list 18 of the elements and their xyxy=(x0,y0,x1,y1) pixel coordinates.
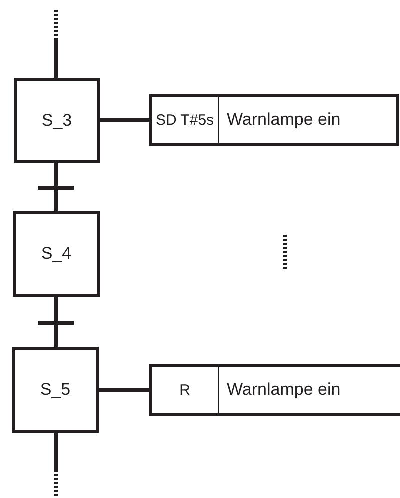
action-box xyxy=(149,94,399,146)
action-name: Warnlampe ein xyxy=(227,380,341,400)
step-label: S_5 xyxy=(40,380,71,400)
connector-line xyxy=(100,118,149,122)
step-box xyxy=(12,347,99,433)
connector-line xyxy=(99,388,149,392)
connector-line xyxy=(54,297,58,347)
step-box xyxy=(14,78,100,163)
step-label: S_3 xyxy=(42,110,72,130)
connector-line xyxy=(54,433,58,470)
action-box xyxy=(149,364,400,416)
action-name: Warnlampe ein xyxy=(227,110,341,130)
step-box xyxy=(13,211,100,297)
connector-line xyxy=(54,163,58,211)
action-qualifier: SD T#5s xyxy=(156,112,214,128)
step-label: S_4 xyxy=(41,244,72,264)
action-qualifier: R xyxy=(180,382,190,398)
connector-line xyxy=(54,40,58,78)
